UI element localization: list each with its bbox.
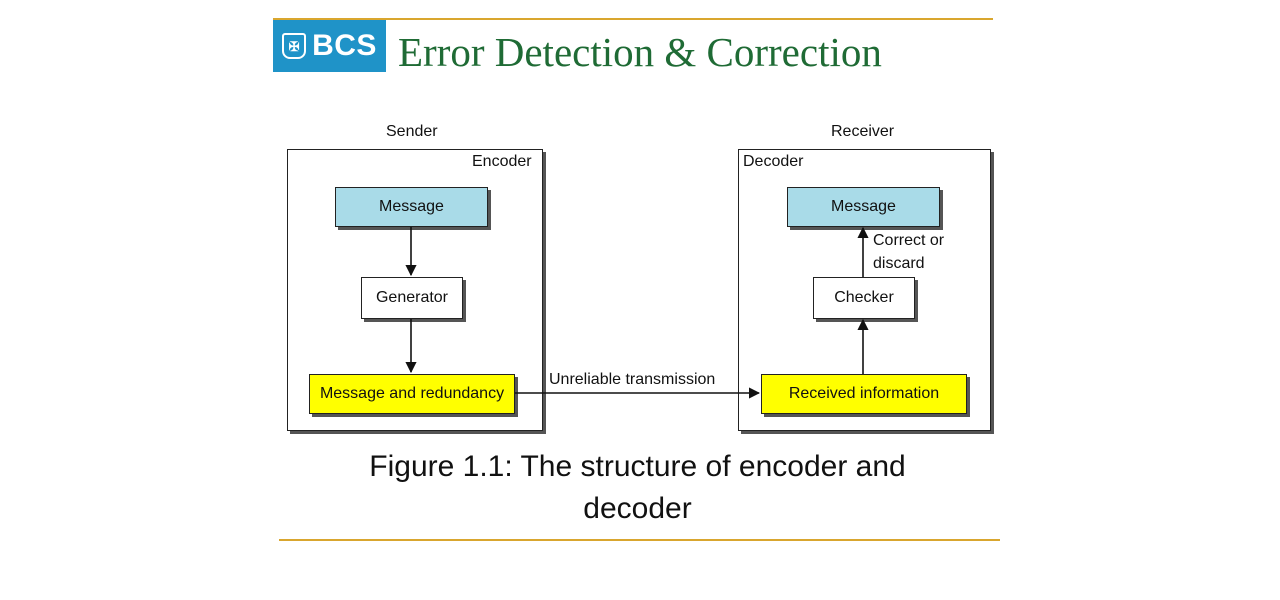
logo-text: BCS [312, 29, 377, 62]
page-title: Error Detection & Correction [398, 29, 882, 75]
decoder-label: Decoder [743, 153, 804, 170]
received-information-box: Received information [761, 374, 967, 414]
generator-box: Generator [361, 277, 463, 319]
figure-caption: Figure 1.1: The structure of encoder and… [240, 446, 1035, 530]
sender-message-box: Message [335, 187, 488, 227]
bottom-rule [279, 539, 1000, 541]
message-redundancy-box: Message and redundancy [309, 374, 515, 414]
correct-or-label: Correct or [873, 232, 945, 249]
checker-box: Checker [813, 277, 915, 319]
channel-label: Unreliable transmission [549, 371, 716, 388]
encoder-label: Encoder [472, 153, 532, 170]
sender-label: Sender [386, 123, 438, 140]
caption-line-2: decoder [583, 492, 692, 525]
receiver-label: Receiver [831, 123, 895, 140]
discard-label: discard [873, 255, 925, 272]
receiver-message-box: Message [787, 187, 940, 227]
shield-icon: ✠ [282, 33, 307, 59]
caption-line-1: Figure 1.1: The structure of encoder and [369, 450, 906, 483]
bcs-logo: ✠ BCS [273, 20, 386, 72]
top-rule [273, 18, 993, 20]
